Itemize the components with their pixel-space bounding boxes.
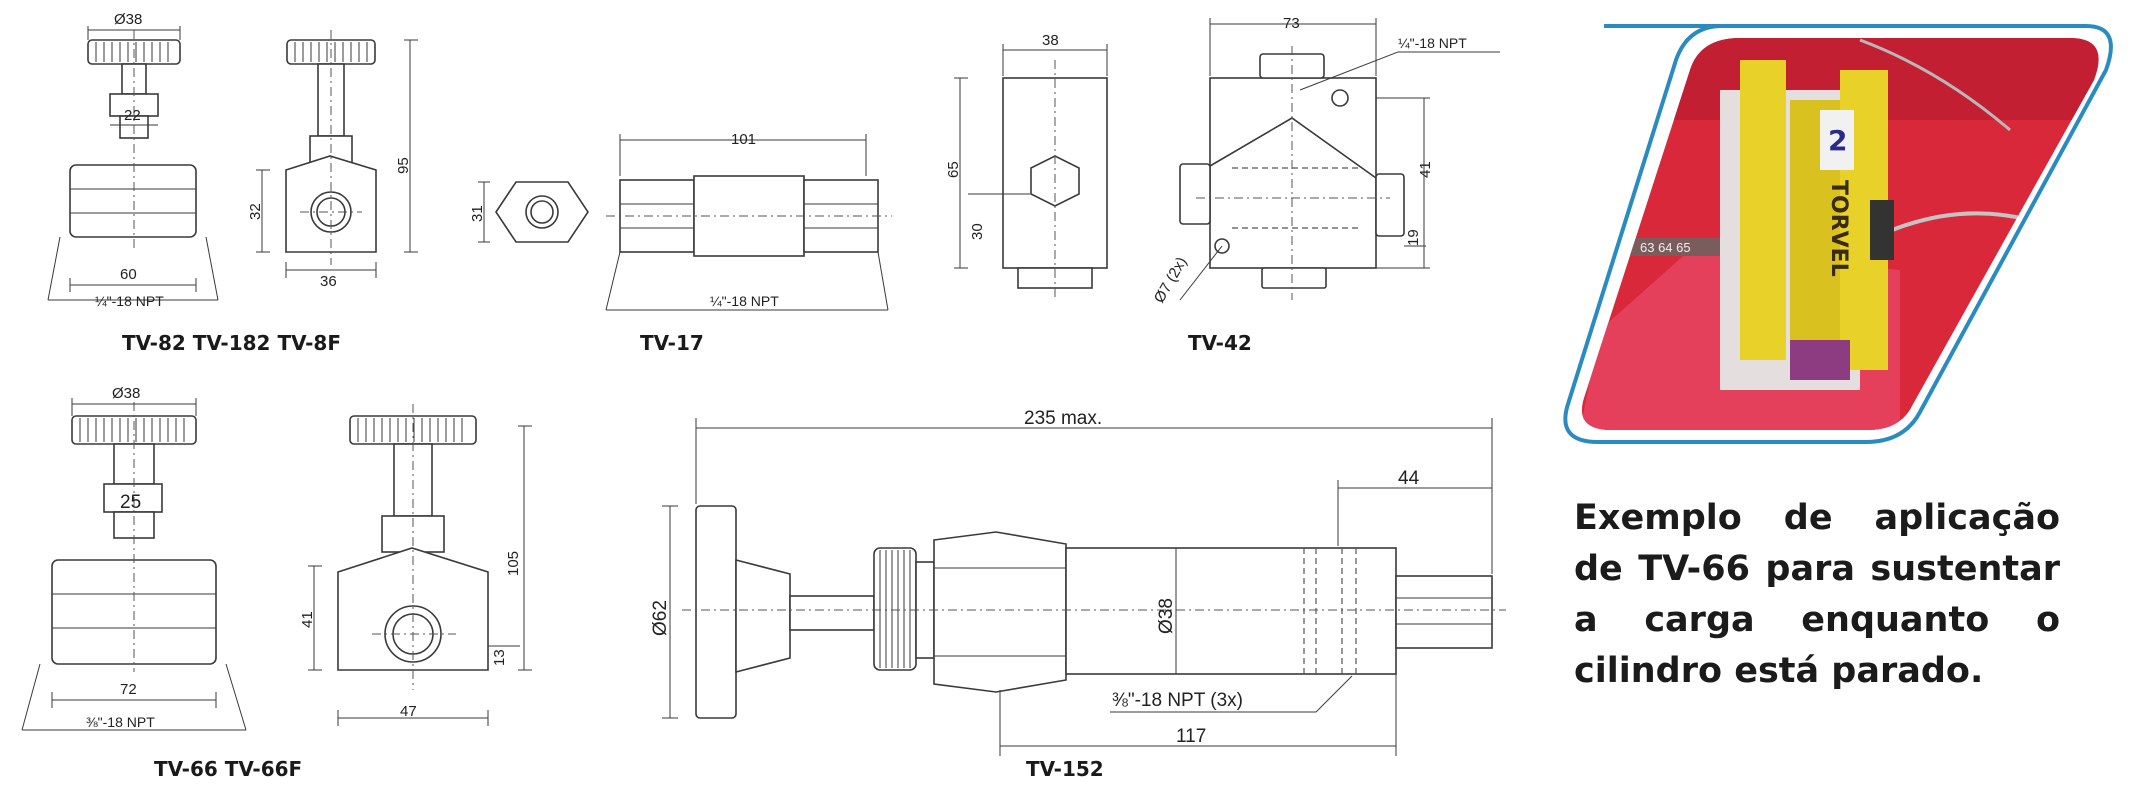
- tv82-side-view: [256, 30, 418, 278]
- tv82-thread: ¼"-18 NPT: [95, 293, 164, 309]
- photo-brand: TORVEL: [1826, 180, 1851, 277]
- tv66-dim-knob: Ø38: [112, 385, 140, 402]
- application-caption: Exemplo de aplicação de TV-66 para suste…: [1574, 498, 2060, 691]
- tv66-front-view: [21, 398, 247, 731]
- tv42-dim-right: 41: [1417, 161, 1434, 178]
- tv66-thread: ⅜"-18 NPT: [86, 714, 155, 730]
- tv152-model-label: TV-152: [1026, 757, 1104, 781]
- tv66-dim-low: 13: [491, 649, 508, 666]
- tv82-front-view: [47, 26, 219, 301]
- tv17-thread: ¼"-18 NPT: [710, 293, 779, 309]
- tv66-dim-height: 105: [505, 551, 522, 576]
- tv42-dim-right-low: 19: [1405, 229, 1422, 246]
- photo-marks: 63 64 65: [1640, 240, 1691, 255]
- photo-frame: [1563, 24, 2113, 444]
- tv82-dim-height-side: 32: [247, 203, 264, 220]
- tv42-dim-holes: Ø7 (2x): [1151, 254, 1191, 306]
- tv66-dim-body: 47: [400, 703, 417, 720]
- tv152-view: [662, 418, 1506, 756]
- tv82-dim-knob: Ø38: [114, 11, 142, 28]
- tv66-side-view: [308, 404, 532, 726]
- tv17-dim-length: 101: [731, 131, 756, 148]
- tv17-model-label: TV-17: [640, 331, 704, 355]
- tv82-dim-width: 60: [120, 266, 137, 283]
- tv66-dim-width: 72: [120, 681, 137, 698]
- tv66-dim-side: 41: [299, 611, 316, 628]
- tv17-end-view: [478, 181, 589, 243]
- tv152-dim-base: 117: [1176, 726, 1206, 747]
- tv17-dim-hex: 31: [469, 205, 486, 222]
- tv42-dim-top: 73: [1283, 15, 1300, 32]
- tv82-dim-stem: 22: [124, 107, 141, 124]
- tv82-dim-body: 36: [320, 273, 337, 290]
- tv152-thread: ⅜"-18 NPT (3x): [1112, 690, 1243, 711]
- tv66-model-label: TV-66 TV-66F: [154, 757, 302, 781]
- tv17-side-view: [605, 134, 892, 311]
- tv152-dim-dia-knob: Ø62: [650, 600, 671, 636]
- tv42-dim-height: 65: [945, 161, 962, 178]
- tv152-dim-total: 235 max.: [1024, 408, 1102, 429]
- tv42-thread: ¼"-18 NPT: [1398, 35, 1467, 51]
- tv42-model-label: TV-42: [1188, 331, 1252, 355]
- photo-number: 2: [1828, 124, 1847, 157]
- tv152-dim-right: 44: [1398, 468, 1420, 489]
- tv42-side-view: [1179, 18, 1500, 301]
- tv82-model-label: TV-82 TV-182 TV-8F: [122, 331, 341, 355]
- tv42-front-view: [954, 44, 1108, 300]
- tv66-dim-stem: 25: [120, 492, 141, 513]
- application-photo: 2 TORVEL 63 64 65: [1581, 38, 2099, 430]
- tv82-dim-height: 95: [395, 157, 412, 174]
- tv42-dim-width: 38: [1042, 32, 1059, 49]
- tv42-dim-low: 30: [969, 223, 986, 240]
- tv152-dim-dia-body: Ø38: [1156, 598, 1177, 634]
